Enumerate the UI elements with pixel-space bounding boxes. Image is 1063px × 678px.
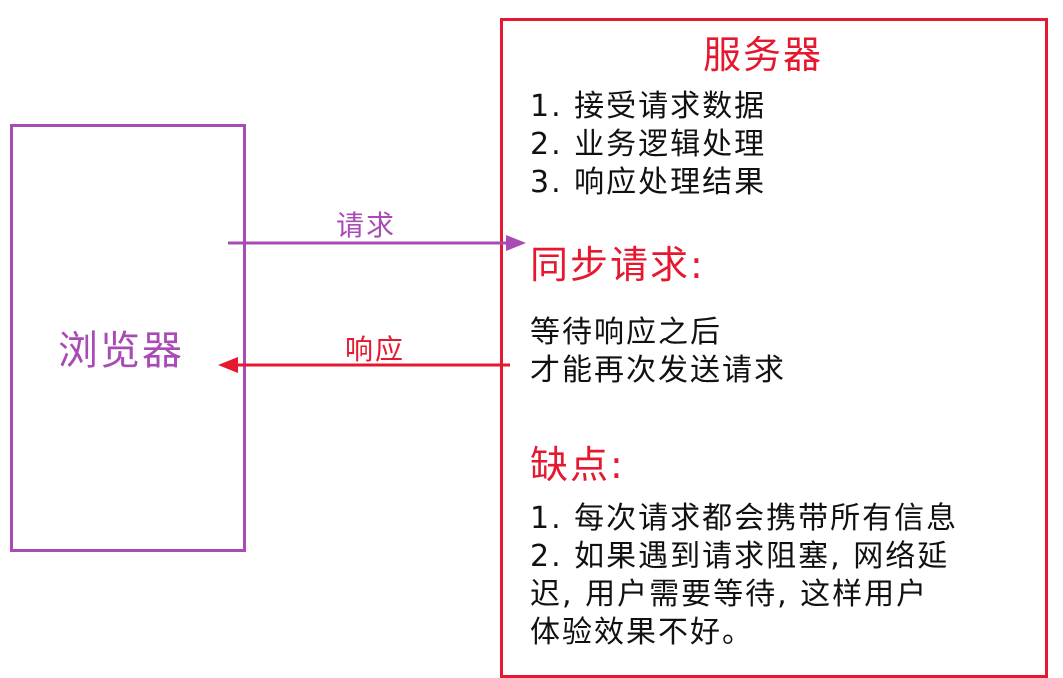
server-steps: 1. 接受请求数据 2. 业务逻辑处理 3. 响应处理结果	[530, 88, 766, 202]
response-arrowhead	[218, 357, 238, 373]
sync-request-diagram: 浏览器 服务器 1. 接受请求数据 2. 业务逻辑处理 3. 响应处理结果 同步…	[10, 18, 1048, 678]
sync-request-heading: 同步请求:	[530, 243, 705, 287]
request-label: 请求	[336, 209, 397, 242]
sync-line: 才能再次发送请求	[530, 353, 786, 388]
browser-label: 浏览器	[58, 328, 184, 374]
browser-box	[10, 124, 246, 552]
sync-line: 等待响应之后	[530, 315, 722, 350]
server-title: 服务器	[703, 33, 824, 77]
drawback-line: 迟, 用户需要等待, 这样用户	[530, 577, 929, 612]
request-arrowhead	[506, 235, 526, 251]
drawback-line: 体验效果不好。	[530, 615, 754, 650]
server-step: 3. 响应处理结果	[530, 165, 767, 200]
response-label: 响应	[345, 333, 406, 366]
drawbacks-heading: 缺点:	[530, 443, 625, 487]
sync-request-description: 等待响应之后 才能再次发送请求	[530, 314, 786, 390]
drawback-line: 1. 每次请求都会携带所有信息	[530, 501, 959, 536]
drawbacks-list: 1. 每次请求都会携带所有信息 2. 如果遇到请求阻塞, 网络延 迟, 用户需要…	[530, 500, 958, 652]
arrows-layer	[218, 235, 526, 373]
drawback-line: 2. 如果遇到请求阻塞, 网络延	[530, 539, 950, 574]
server-step: 1. 接受请求数据	[530, 89, 767, 124]
server-step: 2. 业务逻辑处理	[530, 127, 767, 162]
